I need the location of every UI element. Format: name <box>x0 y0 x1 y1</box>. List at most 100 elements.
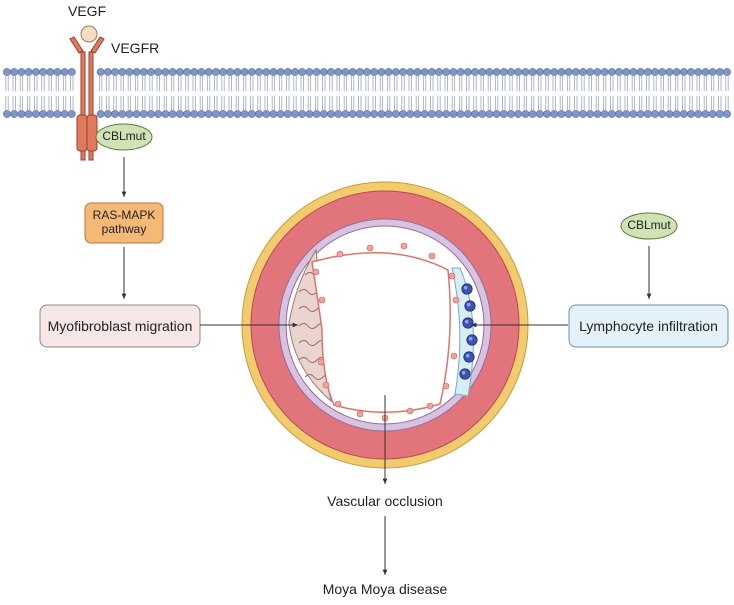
endothelial-cell <box>406 407 414 415</box>
lipid-tail <box>581 96 585 110</box>
lipid-head <box>463 68 472 76</box>
lipid-tail <box>372 76 376 91</box>
lipid-head <box>139 110 148 118</box>
lipid-tail <box>703 76 707 91</box>
lymphocyte <box>466 334 478 346</box>
lipid-tail <box>336 76 340 91</box>
lipid-head <box>233 110 242 118</box>
lipid-head <box>341 110 350 118</box>
lipid-head <box>492 110 501 118</box>
lipid-tail <box>307 76 311 91</box>
lipid-tail <box>502 76 506 91</box>
lipid-head <box>377 68 386 76</box>
lipid-head <box>240 68 249 76</box>
lipid-tail <box>631 76 635 91</box>
lipid-tail <box>379 76 383 91</box>
vegf-label: VEGF <box>68 3 107 19</box>
lipid-head <box>305 68 314 76</box>
lipid-head <box>399 68 407 76</box>
endothelial-cell <box>318 296 326 304</box>
lipid-head <box>586 68 595 76</box>
lipid-tail <box>387 76 391 91</box>
lipid-tail <box>322 96 326 110</box>
lipid-head <box>442 68 451 76</box>
endothelial-cell <box>452 296 460 304</box>
lipid-head <box>53 68 62 76</box>
lipid-head <box>168 68 177 76</box>
lipid-head <box>226 110 235 118</box>
lipid-head <box>111 110 119 118</box>
lipid-head <box>658 110 667 118</box>
lymphocyte-nucleus <box>461 370 466 375</box>
lipid-tail <box>574 76 578 91</box>
lipid-head <box>672 68 681 76</box>
lipid-tail <box>178 96 182 110</box>
lipid-head <box>384 68 393 76</box>
ras-mapk-box <box>84 202 164 244</box>
lipid-tail <box>718 96 722 110</box>
lipid-head <box>125 110 134 118</box>
lipid-head <box>391 68 400 76</box>
lipid-tail <box>552 96 556 110</box>
lipid-head <box>298 110 307 118</box>
lipid-head <box>427 68 436 76</box>
lipid-head <box>125 68 134 76</box>
lipid-tail <box>603 96 607 110</box>
lipid-head <box>399 110 407 118</box>
lipid-head <box>17 110 26 118</box>
lipid-head <box>147 68 155 76</box>
lipid-tail <box>63 96 67 110</box>
lipid-head <box>449 110 458 118</box>
lipid-head <box>507 68 515 76</box>
lipid-tail <box>480 96 484 110</box>
lipid-tail <box>365 76 369 91</box>
lipid-tail <box>192 76 196 91</box>
lipid-tail <box>451 76 455 91</box>
lipid-tail <box>185 76 189 91</box>
lipid-tail <box>495 76 499 91</box>
lipid-tail <box>725 76 729 91</box>
lipid-tail <box>502 96 506 110</box>
lipid-head <box>103 68 112 76</box>
lipid-head <box>211 110 220 118</box>
lipid-head <box>312 110 321 118</box>
lipid-head <box>262 68 271 76</box>
lipid-head <box>240 110 249 118</box>
lipid-head <box>190 68 199 76</box>
lipid-tail <box>437 76 441 91</box>
lipid-head <box>183 68 191 76</box>
lipid-head <box>132 110 141 118</box>
lipid-tail <box>250 76 254 91</box>
lipid-tail <box>55 76 59 91</box>
lipid-tail <box>27 96 31 110</box>
lipid-tail <box>34 96 38 110</box>
lymphocyte-nucleus <box>465 353 470 358</box>
lipid-tail <box>408 96 412 110</box>
lipid-tail <box>459 76 463 91</box>
lipid-tail <box>358 96 362 110</box>
lipid-tail <box>343 96 347 110</box>
lipid-head <box>370 68 379 76</box>
lipid-tail <box>19 76 23 91</box>
lipid-head <box>355 68 364 76</box>
lipid-tail <box>523 76 527 91</box>
lipid-head <box>103 110 112 118</box>
lipid-tail <box>235 96 239 110</box>
lipid-tail <box>675 96 679 110</box>
lipid-tail <box>423 96 427 110</box>
endothelial-cell <box>356 410 364 418</box>
lipid-head <box>363 68 371 76</box>
lipid-head <box>247 68 256 76</box>
lipid-tail <box>415 76 419 91</box>
lipid-tail <box>466 96 470 110</box>
lymphocyte-infiltration-box <box>568 304 729 348</box>
lipid-tail <box>711 76 715 91</box>
lipid-tail <box>63 76 67 91</box>
lipid-tail <box>178 76 182 91</box>
lipid-head <box>276 68 285 76</box>
lymphocyte-infiltration-label: Lymphocyte infiltration <box>579 317 718 334</box>
lipid-head <box>197 110 206 118</box>
vegfr-label: VEGFR <box>111 40 160 56</box>
lipid-head <box>687 110 695 118</box>
lipid-head <box>701 68 710 76</box>
